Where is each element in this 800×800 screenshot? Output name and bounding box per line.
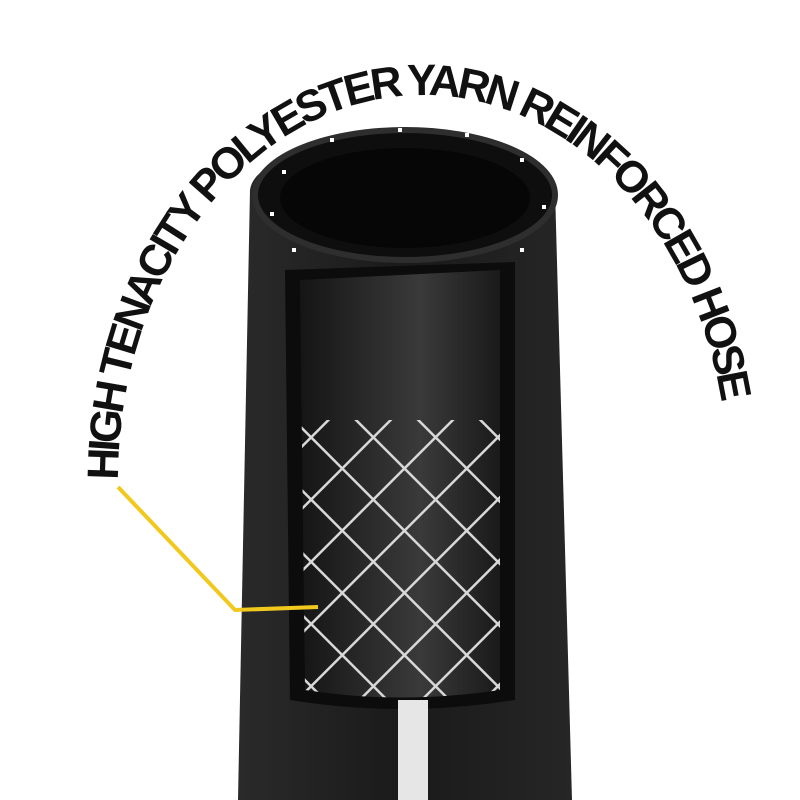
polyester-yarn-mesh: [300, 420, 500, 698]
callout-line: [116, 485, 319, 613]
yarn-ends: [270, 128, 546, 252]
hose-stripe: [398, 700, 428, 800]
hose-illustration: [238, 127, 572, 800]
